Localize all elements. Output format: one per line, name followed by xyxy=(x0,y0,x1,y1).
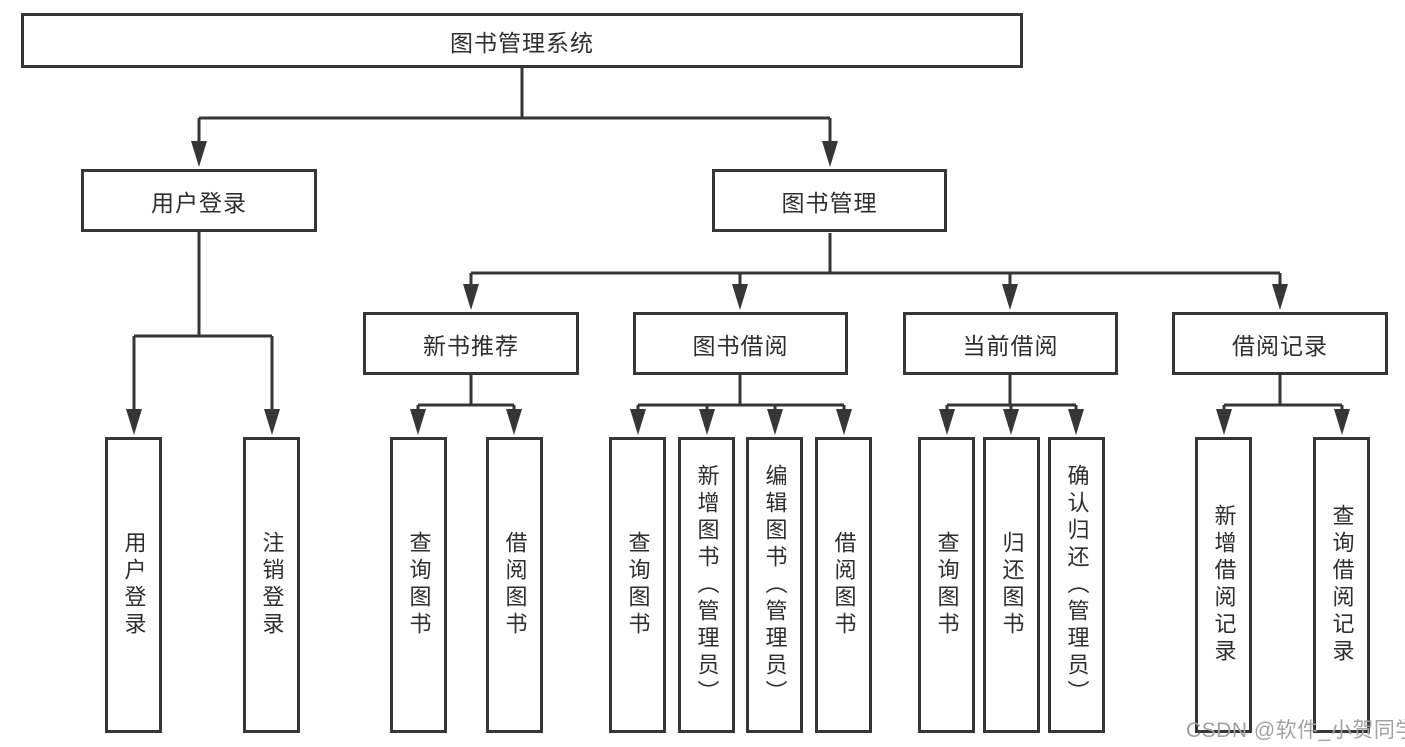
leaf-borrowing-query-books: 查询图书 xyxy=(609,437,666,733)
leaf-query-borrow-record-label: 查询借阅记录 xyxy=(1329,504,1355,666)
leaf-add-borrow-record: 新增借阅记录 xyxy=(1195,437,1252,733)
leaf-recommend-query-books: 查询图书 xyxy=(390,437,447,733)
leaf-return-books-label: 归还图书 xyxy=(999,531,1025,639)
leaf-confirm-return-admin-label: 确认归还（管理员） xyxy=(1064,463,1090,707)
leaf-current-query-books-label: 查询图书 xyxy=(934,531,960,639)
leaf-user-login-label: 用户登录 xyxy=(121,531,147,639)
leaf-user-login: 用户登录 xyxy=(105,437,162,733)
leaf-recommend-borrow-books-label: 借阅图书 xyxy=(502,531,528,639)
arrowheads xyxy=(126,141,1350,435)
leaf-edit-books-admin-label: 编辑图书（管理员） xyxy=(762,463,788,707)
leaf-confirm-return-admin: 确认归还（管理员） xyxy=(1048,437,1105,733)
node-user-login: 用户登录 xyxy=(81,169,317,232)
leaf-logout-label: 注销登录 xyxy=(259,531,285,639)
node-user-login-label: 用户登录 xyxy=(151,189,247,216)
node-new-book-recommend: 新书推荐 xyxy=(363,312,579,375)
node-current-borrowing-label: 当前借阅 xyxy=(962,332,1059,359)
leaf-add-books-admin: 新增图书（管理员） xyxy=(678,437,735,733)
leaf-borrowing-query-books-label: 查询图书 xyxy=(625,531,651,639)
leaf-logout: 注销登录 xyxy=(243,437,300,733)
node-new-book-recommend-label: 新书推荐 xyxy=(423,332,519,359)
node-borrowing-records: 借阅记录 xyxy=(1172,312,1388,375)
leaf-borrowing-borrow-books: 借阅图书 xyxy=(815,437,872,733)
node-book-borrowing-label: 图书借阅 xyxy=(692,332,789,359)
node-root: 图书管理系统 xyxy=(21,13,1023,68)
leaf-add-borrow-record-label: 新增借阅记录 xyxy=(1211,504,1237,666)
leaf-edit-books-admin: 编辑图书（管理员） xyxy=(746,437,803,733)
leaf-return-books: 归还图书 xyxy=(983,437,1040,733)
node-root-label: 图书管理系统 xyxy=(450,29,594,56)
node-borrowing-records-label: 借阅记录 xyxy=(1232,332,1328,359)
leaf-current-query-books: 查询图书 xyxy=(918,437,975,733)
leaf-query-borrow-record: 查询借阅记录 xyxy=(1313,437,1370,733)
leaf-recommend-query-books-label: 查询图书 xyxy=(406,531,432,639)
leaf-borrowing-borrow-books-label: 借阅图书 xyxy=(831,531,857,639)
node-book-management-label: 图书管理 xyxy=(781,189,878,216)
leaf-add-books-admin-label: 新增图书（管理员） xyxy=(694,463,720,707)
node-book-borrowing: 图书借阅 xyxy=(633,312,848,375)
node-book-management: 图书管理 xyxy=(712,169,947,232)
csdn-watermark: CSDN @软件_小贺同学 xyxy=(1186,719,1405,742)
node-current-borrowing: 当前借阅 xyxy=(903,312,1118,375)
leaf-recommend-borrow-books: 借阅图书 xyxy=(486,437,543,733)
